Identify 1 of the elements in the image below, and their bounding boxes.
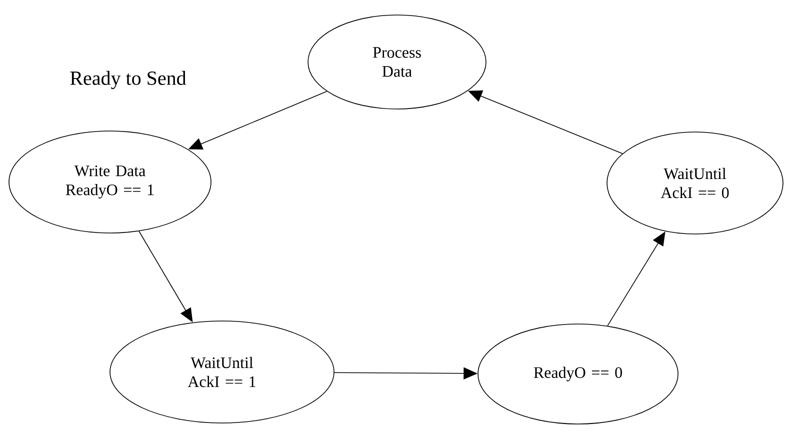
edge-label: Ready to Send <box>68 70 188 90</box>
